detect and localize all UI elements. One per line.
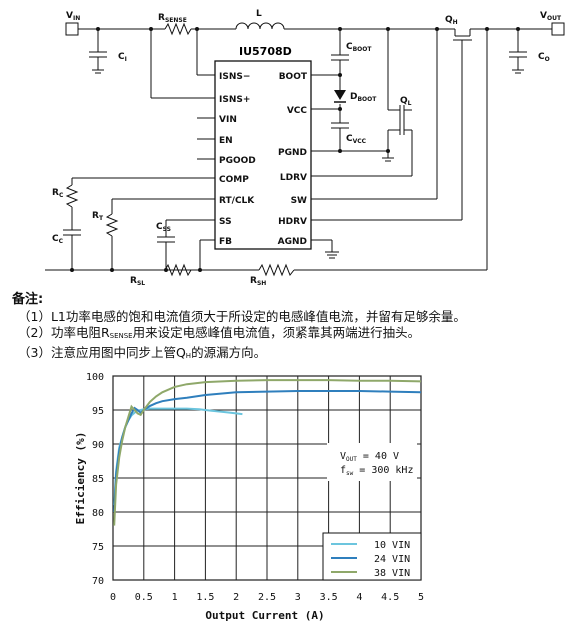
cc-label: CC [52,234,64,245]
x-tick-label: 3.5 [320,592,338,603]
pin-label: VCC [287,106,308,116]
notes-title: 备注: [12,292,44,307]
vout-label: VOUT [540,11,562,22]
pin-label: AGND [278,237,307,247]
chip-pins-left: ISNS− ISNS+ VIN EN PGOOD COMP RT/CLK SS FB [219,72,256,247]
series-line-38-vin [113,379,422,526]
y-tick-labels: 70 75 80 85 90 95 100 [86,372,104,587]
rsense-label: RSENSE [158,13,187,24]
y-tick-label: 75 [92,542,104,553]
x-tick-label: 4 [356,592,362,603]
rsl-label: RSL [130,276,145,287]
application-schematic: VIN VOUT RSENSE L CI CO CBOOT DBOOT CVCC… [45,9,565,287]
note-1: （1）L1功率电感的饱和电流值须大于所设定的电感峰值电流，并留有足够余量。 [18,308,466,324]
legend-label: 10 VIN [374,540,410,551]
rsh-label: RSH [250,276,266,287]
x-tick-label: 2 [233,592,239,603]
rc-label: RC [52,188,64,199]
y-axis-label: Efficiency (%) [74,432,87,525]
pin-label: LDRV [280,173,307,183]
note-2: （2）功率电阻RSENSE用来设定电感峰值电流值，须紧靠其两端进行抽头。 [18,325,421,340]
annotation-vout: VOUT = 40 V [340,451,399,463]
ql-label: QL [400,96,412,107]
ci-label: CI [118,52,127,63]
pin-label: VIN [219,115,237,125]
chip-name: IU5708D [239,45,292,58]
y-tick-label: 70 [92,576,104,587]
annotation-box [327,443,417,481]
vin-label: VIN [66,11,80,22]
pin-label: HDRV [278,217,307,227]
qh-label: QH [445,15,458,26]
y-tick-label: 80 [92,508,104,519]
co-label: CO [538,52,550,63]
x-axis-label: Output Current (A) [205,609,324,622]
legend-label: 24 VIN [374,554,410,565]
annotation-fsw: fsw = 300 kHz [340,465,413,477]
x-tick-label: 0.5 [135,592,153,603]
series-lines [113,379,422,526]
x-tick-label: 5 [418,592,424,603]
pin-label: EN [219,136,233,146]
pin-label: COMP [219,175,249,185]
pin-label: RT/CLK [219,196,255,206]
chip-pins-right: BOOT VCC PGND LDRV SW HDRV AGND [278,72,308,247]
dboot-label: DBOOT [350,92,377,103]
pin-label: ISNS− [219,72,250,82]
legend-label: 38 VIN [374,568,410,579]
pin-label: BOOT [279,72,308,82]
y-tick-label: 95 [92,406,104,417]
note-3: （3）注意应用图中同步上管QH的源漏方向。 [18,344,267,360]
pin-label: SS [219,217,232,227]
efficiency-chart: 70 75 80 85 90 95 100 0 0.5 1 1.5 2 2.5 3 3.5 4 4.5 5 Ou… [74,372,424,622]
x-tick-label: 1.5 [196,592,214,603]
pin-label: SW [291,196,307,206]
cvcc-label: CVCC [346,134,367,145]
y-tick-label: 85 [92,474,104,485]
pin-label: PGND [278,148,307,158]
pin-label: ISNS+ [219,95,250,105]
x-tick-label: 1 [172,592,178,603]
pin-label: PGOOD [219,156,256,166]
x-tick-label: 3 [295,592,301,603]
pin-label: FB [219,237,232,247]
y-tick-label: 100 [86,372,104,383]
x-tick-labels: 0 0.5 1 1.5 2 2.5 3 3.5 4 4.5 5 [110,592,424,603]
inductor-label: L [256,9,262,19]
css-label: CSS [156,222,171,233]
x-tick-label: 4.5 [381,592,399,603]
y-tick-label: 90 [92,440,104,451]
notes-section: 备注: （1）L1功率电感的饱和电流值须大于所设定的电感峰值电流，并留有足够余量… [12,292,572,364]
rt-label: RT [92,211,104,222]
cboot-label: CBOOT [346,42,372,53]
x-tick-label: 0 [110,592,116,603]
x-tick-label: 2.5 [258,592,276,603]
